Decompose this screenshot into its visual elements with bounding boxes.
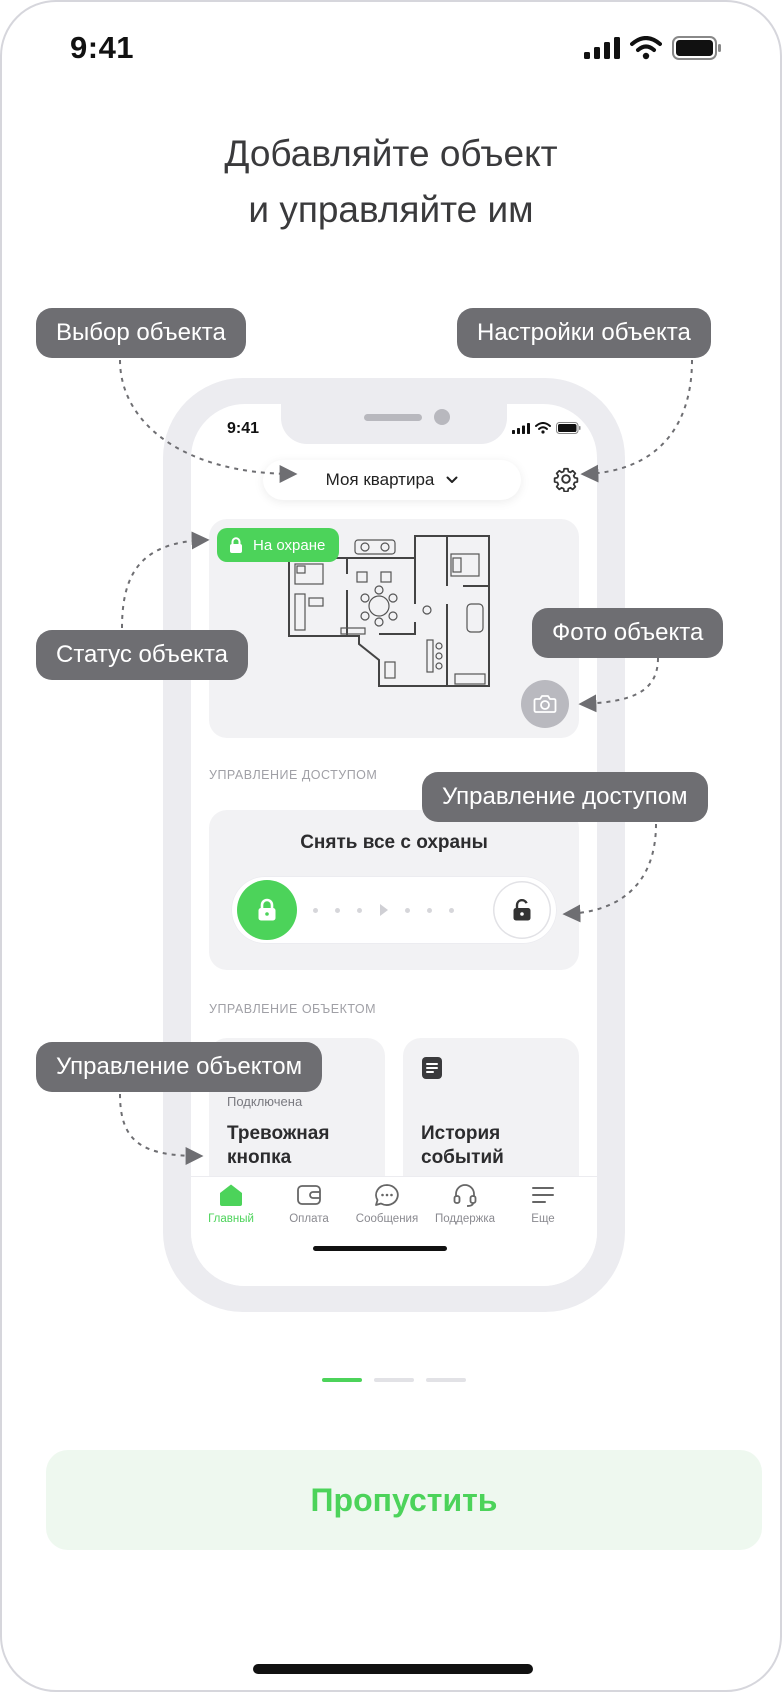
tab-messages[interactable]: Сообщения bbox=[347, 1183, 427, 1225]
tile-title-line-2: событий bbox=[421, 1147, 504, 1168]
signal-icon bbox=[512, 422, 530, 434]
access-control-card: Снять все с охраны bbox=[209, 810, 579, 970]
tab-support[interactable]: Поддержка bbox=[425, 1183, 505, 1225]
slider-end bbox=[493, 881, 551, 939]
callout-access-control: Управление доступом bbox=[422, 772, 708, 822]
slider-dot bbox=[449, 908, 454, 913]
arrow-object-control bbox=[119, 1093, 204, 1165]
tab-label: Сообщения bbox=[355, 1213, 419, 1225]
object-select-dropdown[interactable]: Моя квартира bbox=[263, 460, 521, 500]
skip-button[interactable]: Пропустить bbox=[46, 1450, 762, 1550]
tab-more[interactable]: Еще bbox=[503, 1183, 583, 1225]
slider-dot bbox=[405, 908, 410, 913]
phone-notch bbox=[281, 404, 507, 444]
phone-camera bbox=[434, 409, 450, 425]
wifi-icon bbox=[630, 36, 662, 60]
pager-dot[interactable] bbox=[426, 1378, 466, 1382]
callout-object-status: Статус объекта bbox=[36, 630, 249, 680]
access-action-title: Снять все с охраны bbox=[300, 832, 488, 853]
tile-title: История событий bbox=[421, 1122, 504, 1170]
arrow-object-photo bbox=[578, 657, 659, 713]
phone-mockup: 9:41 М bbox=[163, 378, 625, 1312]
camera-icon bbox=[533, 695, 557, 713]
tab-bar: Главный Оплата Сообщения bbox=[191, 1176, 597, 1286]
battery-icon bbox=[672, 36, 721, 60]
object-name: Моя квартира bbox=[325, 470, 435, 489]
phone-speaker bbox=[364, 414, 422, 421]
access-section-label: УПРАВЛЕНИЕ ДОСТУПОМ bbox=[209, 768, 378, 782]
photo-button[interactable] bbox=[521, 680, 569, 728]
tile-title-line-1: История bbox=[421, 1123, 501, 1144]
battery-icon bbox=[556, 422, 581, 434]
callout-object-settings: Настройки объекта bbox=[457, 308, 711, 358]
tab-home[interactable]: Главный bbox=[191, 1183, 271, 1225]
slider-knob[interactable] bbox=[237, 880, 297, 940]
object-section-label: УПРАВЛЕНИЕ ОБЪЕКТОМ bbox=[209, 1002, 377, 1016]
pager-dot-active[interactable] bbox=[322, 1378, 362, 1382]
status-bar: 9:41 bbox=[2, 2, 780, 98]
wifi-icon bbox=[535, 422, 551, 434]
phone-screen: 9:41 М bbox=[191, 404, 597, 1286]
headset-icon bbox=[453, 1184, 477, 1207]
slider-dot bbox=[313, 908, 318, 913]
lock-icon bbox=[230, 536, 242, 553]
home-indicator bbox=[253, 1664, 533, 1674]
tab-label: Оплата bbox=[289, 1213, 329, 1225]
tab-label: Поддержка bbox=[435, 1213, 495, 1225]
wallet-icon bbox=[297, 1185, 321, 1205]
tab-label: Главный bbox=[208, 1213, 254, 1225]
page-title: Добавляйте объект и управляйте им bbox=[2, 126, 780, 238]
slider-dot bbox=[427, 908, 432, 913]
callout-object-photo: Фото объекта bbox=[532, 608, 724, 658]
chevron-down-icon bbox=[446, 476, 458, 483]
gear-icon[interactable] bbox=[553, 466, 579, 492]
tile-title: Тревожная кнопка bbox=[227, 1122, 329, 1170]
signal-icon bbox=[584, 37, 620, 59]
status-icons bbox=[584, 36, 722, 60]
arrow-object-settings bbox=[580, 359, 693, 483]
pager-dot[interactable] bbox=[374, 1378, 414, 1382]
tile-subtitle: Подключена bbox=[227, 1094, 303, 1109]
tab-label: Еще bbox=[531, 1213, 555, 1225]
arrow-object-status bbox=[121, 531, 210, 629]
slider-dot bbox=[357, 908, 362, 913]
slider-dot bbox=[335, 908, 340, 913]
slider-arrow-icon bbox=[380, 904, 388, 916]
tile-title-line-2: кнопка bbox=[227, 1147, 292, 1168]
mockup-home-indicator bbox=[313, 1246, 447, 1251]
home-icon bbox=[220, 1184, 242, 1206]
status-time: 9:41 bbox=[70, 30, 135, 65]
mockup-status-icons bbox=[512, 422, 581, 434]
tile-title-line-1: Тревожная bbox=[227, 1123, 330, 1144]
document-icon bbox=[422, 1057, 442, 1079]
chat-icon bbox=[375, 1184, 399, 1206]
callout-object-select: Выбор объекта bbox=[36, 308, 246, 358]
title-line-1: Добавляйте объект bbox=[224, 133, 558, 174]
tab-payment[interactable]: Оплата bbox=[269, 1183, 349, 1225]
arrow-access-control bbox=[562, 823, 657, 923]
arrow-object-select bbox=[119, 359, 298, 483]
menu-icon bbox=[532, 1187, 554, 1203]
unlock-icon bbox=[513, 899, 531, 921]
callout-object-control: Управление объектом bbox=[36, 1042, 323, 1092]
floor-plan-image bbox=[288, 535, 490, 687]
mockup-status-time: 9:41 bbox=[227, 420, 260, 437]
title-line-2: и управляйте им bbox=[248, 189, 534, 230]
disarm-slider[interactable] bbox=[231, 876, 557, 944]
status-badge: На охране bbox=[217, 528, 340, 562]
lock-icon bbox=[258, 898, 276, 921]
status-badge-label: На охране bbox=[253, 536, 326, 554]
